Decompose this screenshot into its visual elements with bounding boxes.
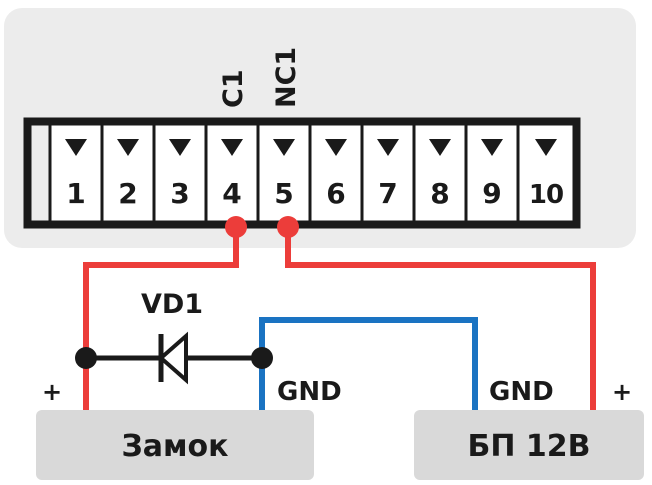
terminal-arrow-icon [429, 139, 451, 156]
terminal-10: 10 [516, 122, 576, 224]
terminal-1: 1 [48, 122, 104, 224]
terminal-9: 9 [464, 122, 520, 224]
terminal-block: 1 2 3 4 5 6 7 [23, 117, 581, 229]
lock-box [36, 410, 314, 480]
positive-wire-psu [285, 226, 596, 410]
diode-vd1 [75, 331, 273, 385]
terminal-arrow-icon [221, 139, 243, 156]
terminal-number: 8 [430, 177, 449, 210]
terminal-arrow-icon [481, 139, 503, 156]
terminal-4: 4 [204, 122, 260, 224]
terminal-number: 3 [170, 177, 189, 210]
terminal-arrow-icon [377, 139, 399, 156]
terminal-arrow-icon [535, 139, 557, 156]
terminal-5: 5 [256, 122, 312, 224]
terminal-number: 1 [66, 177, 85, 210]
psu-box [414, 410, 644, 480]
junction-dot [251, 347, 273, 369]
diode-label: VD1 [141, 289, 203, 320]
junction-dot [75, 347, 97, 369]
terminal-6: 6 [308, 122, 364, 224]
lock-label: Замок [121, 429, 228, 464]
diode-symbol-icon [157, 331, 188, 385]
pin-label-nc1: NC1 [271, 47, 302, 108]
psu-plus-label: + [612, 378, 632, 406]
terminal-5-connection-dot [277, 216, 299, 238]
terminal-block-end-cap [28, 122, 52, 224]
terminal-number: 9 [482, 177, 501, 210]
lock-plus-label: + [42, 378, 62, 406]
terminal-arrow-icon [325, 139, 347, 156]
psu-label: БП 12В [467, 429, 590, 464]
terminal-number: 2 [118, 177, 137, 210]
terminal-number: 6 [326, 177, 345, 210]
terminal-number: 4 [222, 177, 241, 210]
terminal-number: 10 [529, 180, 563, 210]
terminal-arrow-icon [169, 139, 191, 156]
terminal-number: 7 [378, 177, 397, 210]
terminal-arrow-icon [273, 139, 295, 156]
pin-label-c1: C1 [218, 69, 249, 108]
psu-gnd-label: GND [489, 377, 554, 407]
terminal-arrow-icon [117, 139, 139, 156]
terminal-2: 2 [100, 122, 156, 224]
positive-wire-lock [83, 226, 239, 410]
terminal-4-connection-dot [225, 216, 247, 238]
lock-gnd-label: GND [277, 377, 342, 407]
terminal-7: 7 [360, 122, 416, 224]
terminal-number: 5 [274, 177, 293, 210]
terminal-arrow-icon [65, 139, 87, 156]
terminal-8: 8 [412, 122, 468, 224]
terminal-3: 3 [152, 122, 208, 224]
